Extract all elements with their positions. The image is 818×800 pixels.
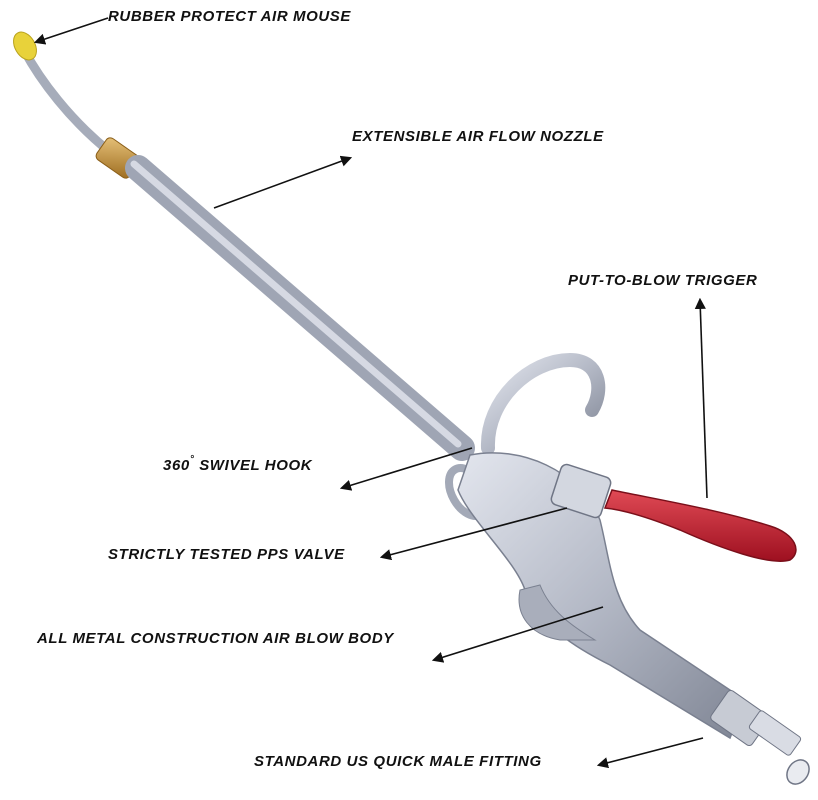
arrow-body bbox=[431, 606, 604, 663]
label-body: ALL METAL CONSTRUCTION AIR BLOW BODY bbox=[37, 630, 394, 647]
swivel-hook bbox=[480, 352, 606, 455]
label-rubber-tip: RUBBER PROTECT AIR MOUSE bbox=[108, 8, 352, 25]
quick-fitting bbox=[710, 689, 810, 785]
arrow-fitting bbox=[596, 737, 704, 769]
arrow-valve bbox=[379, 507, 568, 561]
label-swivel-hook: 360° SWIVEL HOOK bbox=[163, 454, 313, 474]
label-valve: STRICTLY TESTED PPS VALVE bbox=[108, 546, 345, 563]
label-nozzle: EXTENSIBLE AIR FLOW NOZZLE bbox=[352, 128, 604, 145]
arrow-rubber-tip bbox=[33, 17, 109, 45]
arrow-hook bbox=[339, 447, 473, 491]
label-fitting: STANDARD US QUICK MALE FITTING bbox=[254, 753, 542, 770]
degree-symbol: ° bbox=[189, 454, 195, 465]
rubber-tip bbox=[13, 31, 37, 61]
label-swivel-hook-text: SWIVEL HOOK bbox=[194, 457, 313, 474]
bent-tip-tube bbox=[19, 45, 115, 157]
valve-housing bbox=[550, 463, 612, 519]
arrow-nozzle bbox=[213, 155, 353, 209]
arrow-trigger bbox=[694, 297, 708, 499]
label-swivel-hook-number: 360 bbox=[163, 457, 190, 474]
trigger bbox=[603, 489, 797, 562]
label-trigger: PUT-TO-BLOW TRIGGER bbox=[568, 272, 758, 289]
